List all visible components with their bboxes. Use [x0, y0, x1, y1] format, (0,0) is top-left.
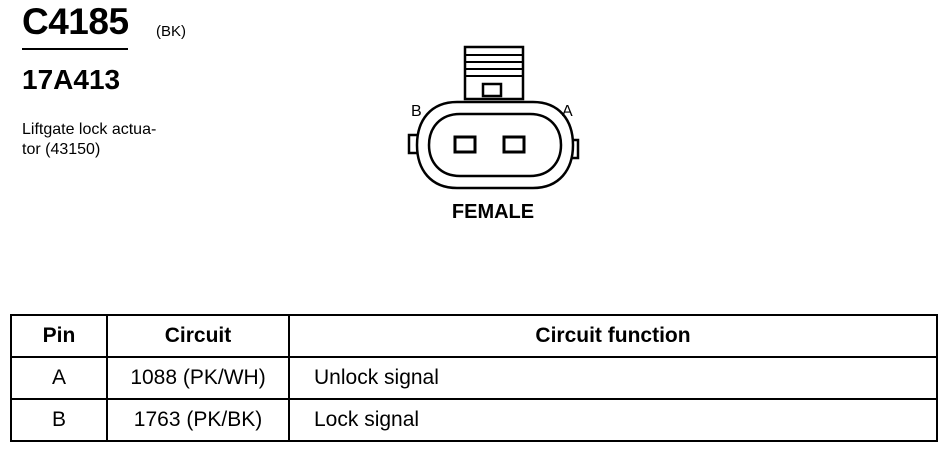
column-header-pin: Pin — [10, 314, 108, 358]
pin-label-b: B — [411, 103, 422, 120]
connector-gender-label: FEMALE — [451, 201, 535, 223]
cavity-b — [453, 135, 477, 154]
table-row: A 1088 (PK/WH) Unlock signal — [10, 356, 938, 400]
part-number: 17A413 — [22, 64, 121, 95]
column-header-circuit: Circuit — [106, 314, 290, 358]
function-cell: Unlock signal — [288, 356, 938, 400]
function-cell: Lock signal — [288, 398, 938, 442]
header-rule — [22, 48, 128, 50]
pinout-table: Pin Circuit Circuit function A 1088 (PK/… — [10, 314, 938, 442]
pin-cell: A — [10, 356, 108, 400]
description-line-2: tor (43150) — [22, 141, 101, 158]
pin-label-a: A — [562, 103, 573, 120]
pin-cell: B — [10, 398, 108, 442]
wire-color-code: (BK) — [156, 23, 186, 40]
circuit-cell: 1763 (PK/BK) — [106, 398, 290, 442]
circuit-cell: 1088 (PK/WH) — [106, 356, 290, 400]
connector-id: C4185 — [22, 1, 129, 42]
latch-tab — [463, 45, 525, 101]
connector-face-diagram: B A — [407, 45, 580, 190]
table-header-row: Pin Circuit Circuit function — [10, 314, 938, 358]
column-header-function: Circuit function — [288, 314, 938, 358]
description-line-1: Liftgate lock actua- — [22, 121, 157, 138]
table-row: B 1763 (PK/BK) Lock signal — [10, 398, 938, 442]
connector-housing-inner — [427, 112, 563, 178]
component-description: Liftgate lock actua- tor (43150) — [22, 120, 182, 160]
cavity-a — [502, 135, 526, 154]
